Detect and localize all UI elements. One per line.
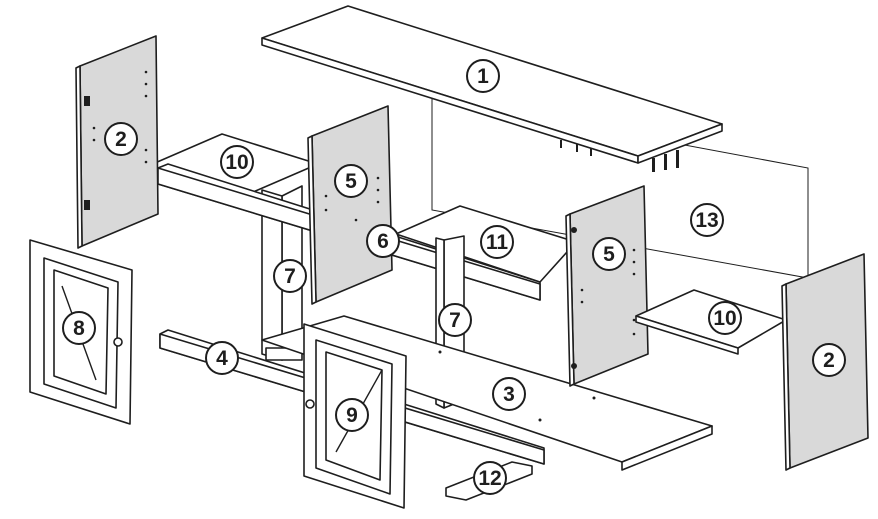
callout-circle: [335, 398, 369, 432]
part-number-label: 13: [695, 209, 718, 232]
callout-circle: [438, 303, 472, 337]
part-callout-p9: 9: [335, 398, 369, 432]
part-callout-p2b: 2: [812, 343, 846, 377]
callout-circle: [466, 59, 500, 93]
part-callout-p8: 8: [62, 311, 96, 345]
part-callout-p5b: 5: [592, 237, 626, 271]
part-number-label: 10: [225, 151, 248, 174]
part-number-label: 7: [449, 309, 461, 332]
callout-circle: [473, 461, 507, 495]
part-callout-p7a: 7: [273, 259, 307, 293]
callout-circle: [104, 122, 138, 156]
part-callout-p7b: 7: [438, 303, 472, 337]
callout-circle: [366, 224, 400, 258]
part-callout-p6: 6: [366, 224, 400, 258]
part-number-label: 7: [284, 265, 296, 288]
part-number-label: 12: [478, 467, 501, 490]
callout-circle: [220, 145, 254, 179]
callout-circle: [812, 343, 846, 377]
callout-circle: [273, 259, 307, 293]
callout-circle: [480, 225, 514, 259]
part-callout-p10a: 10: [220, 145, 254, 179]
callout-circle: [334, 164, 368, 198]
part-number-label: 9: [346, 404, 358, 427]
callout-circle: [62, 311, 96, 345]
part-number-label: 11: [486, 231, 509, 254]
part-number-label: 5: [603, 243, 615, 266]
part-number-label: 5: [345, 170, 357, 193]
part-callout-p4: 4: [205, 341, 239, 375]
part-callout-p12: 12: [473, 461, 507, 495]
part-number-label: 8: [73, 317, 85, 340]
part-number-label: 3: [503, 383, 515, 406]
part-number-label: 2: [823, 349, 835, 372]
part-callout-p3: 3: [492, 377, 526, 411]
callout-circle: [205, 341, 239, 375]
part-callout-p10b: 10: [708, 301, 742, 335]
callout-circle: [708, 301, 742, 335]
part-callout-p11: 11: [480, 225, 514, 259]
part-number-label: 4: [216, 347, 228, 370]
part-callout-p1: 1: [466, 59, 500, 93]
part-number-label: 1: [477, 65, 489, 88]
part-callout-p13: 13: [690, 203, 724, 237]
inner-divider-5-right: [565, 185, 649, 387]
part-callout-p2a: 2: [104, 122, 138, 156]
part-number-label: 10: [713, 307, 736, 330]
callout-circle: [690, 203, 724, 237]
callout-circle: [592, 237, 626, 271]
inner-divider-5-left: [307, 105, 393, 305]
part-callout-p5a: 5: [334, 164, 368, 198]
part-number-label: 6: [377, 230, 389, 253]
part-number-label: 2: [115, 128, 127, 151]
callout-circle: [492, 377, 526, 411]
